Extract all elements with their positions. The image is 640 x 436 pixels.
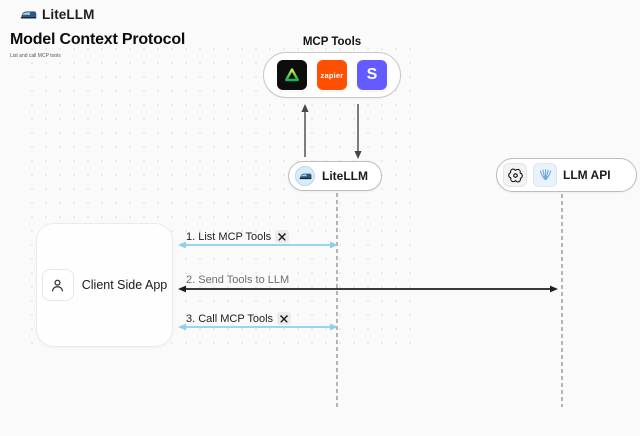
zapier-icon[interactable]: zapier <box>317 60 347 90</box>
green-triangle-glyph <box>285 68 299 82</box>
seq-label-list-mcp-tools: 1. List MCP Tools <box>186 230 290 243</box>
litellm-node[interactable]: LiteLLM <box>288 161 382 191</box>
crossed-tools-icon <box>277 312 292 325</box>
crossed-tools-icon <box>275 230 290 243</box>
arrow-up-head <box>301 104 309 112</box>
openai-glyph <box>507 168 523 182</box>
brand: LiteLLM <box>20 7 94 22</box>
litellm-train-icon <box>20 11 37 19</box>
client-node-label: Client Side App <box>81 278 168 292</box>
zapier-wordmark: zapier <box>320 70 344 80</box>
litellm-train-glyph <box>299 173 311 180</box>
litellm-icon <box>295 166 315 186</box>
blue-feather-icon <box>533 163 557 187</box>
seq-label-2-text: 2. Send Tools to LLM <box>186 274 290 286</box>
litellm-node-label: LiteLLM <box>322 169 368 183</box>
person-glyph <box>52 279 64 291</box>
seq-label-send-tools: 2. Send Tools to LLM <box>186 274 289 286</box>
green-triangle-tool-icon[interactable] <box>277 60 307 90</box>
llm-api-node[interactable]: LLM API <box>496 158 637 192</box>
page-subtitle: List and call MCP tools <box>10 53 61 59</box>
llm-api-node-label: LLM API <box>563 168 611 182</box>
person-icon <box>41 269 74 301</box>
mcp-tools-box[interactable]: zapier S <box>263 52 401 98</box>
seq-label-1-text: 1. List MCP Tools <box>186 230 272 243</box>
arrow-down-head <box>354 151 362 159</box>
brand-name: LiteLLM <box>42 7 95 22</box>
client-side-app-node[interactable]: Client Side App <box>36 223 173 347</box>
openai-icon <box>503 163 527 187</box>
mcp-tools-label: MCP Tools <box>302 36 362 48</box>
blue-feather-glyph <box>539 168 551 180</box>
seq-label-3-text: 3. Call MCP Tools <box>186 312 274 325</box>
stripe-letter: S <box>366 66 378 83</box>
stripe-icon[interactable]: S <box>357 60 387 90</box>
page-title: Model Context Protocol <box>10 31 186 48</box>
seq-label-call-mcp-tools: 3. Call MCP Tools <box>186 312 292 325</box>
